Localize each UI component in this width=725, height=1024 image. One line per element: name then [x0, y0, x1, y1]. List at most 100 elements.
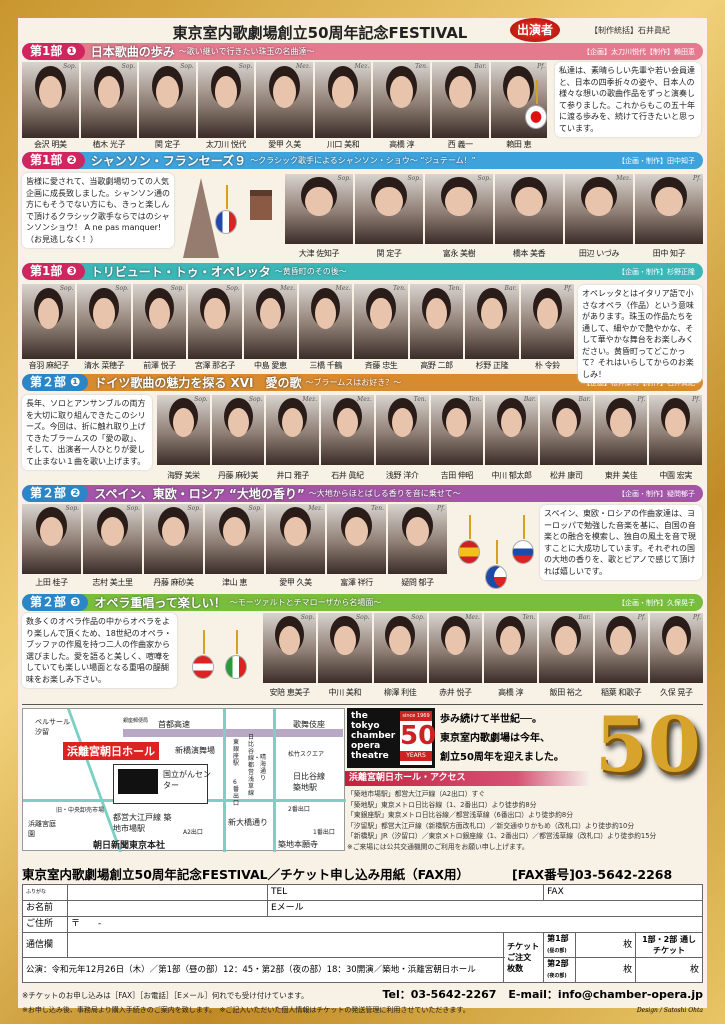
through-qty-field[interactable]: 枚	[635, 957, 703, 983]
voice-part: Ten.	[522, 614, 536, 621]
section-title: シャンソン・フランセーズ９	[90, 154, 247, 168]
section-subtitle: ～黄昏町のその後～	[274, 267, 347, 276]
voice-part: Sop.	[65, 505, 79, 512]
performer-photo: Mez.	[243, 284, 298, 359]
part2-qty-field[interactable]: 枚	[575, 957, 637, 983]
voice-part: Pf.	[693, 175, 701, 182]
italy-ornament-icon	[225, 630, 247, 679]
design-credit: Design / Satoshi Ohta	[636, 1007, 703, 1014]
performer-photo: Sop.	[157, 395, 210, 465]
performer-name: 松井 康司	[550, 471, 583, 480]
performer-name: 橋本 美香	[512, 249, 546, 258]
voice-part: Ten.	[448, 285, 462, 292]
voice-part: Mez.	[616, 175, 631, 182]
name-field[interactable]	[67, 900, 268, 917]
performer-name: 愛甲 久美	[268, 140, 301, 149]
performer-photos: Sop.Sop.Sop.Mez.Ten.Bar.Pf.Pf.	[263, 613, 703, 683]
voice-part: Sop.	[248, 396, 263, 403]
performer-photo: Sop.	[80, 62, 138, 138]
section-subtitle: ～ブラームスはお好き？～	[305, 378, 402, 387]
performer-name: 田中 知子	[652, 249, 686, 258]
anniversary-text: 歩み続けて半世紀──。東京室内歌劇場は今年、創立50周年を迎えました。	[440, 714, 564, 763]
section-subtitle: ～歌い継いで行きたい珠玉の名曲達～	[178, 47, 315, 56]
section-description: オペレッタとはイタリア語で小さなオペラ（作品）という意味があります。珠玉の作品た…	[578, 285, 702, 383]
voice-part: Mez.	[465, 614, 480, 621]
performer-photo: Sop.	[205, 504, 264, 574]
tel-field[interactable]: TEL	[266, 884, 545, 901]
map-label: 晴海通り	[260, 754, 267, 782]
part1-qty-field[interactable]: 枚	[575, 932, 637, 958]
performer-name: 浅野 洋介	[385, 471, 419, 480]
map-venue-label: 浜離宮朝日ホール	[63, 742, 159, 760]
performer-name: 東井 美佳	[604, 471, 638, 480]
performer-photo: Sop.	[211, 395, 265, 465]
performer-photo: Pf.	[649, 395, 703, 465]
map-label: 新橋演舞場	[175, 746, 215, 755]
performer-photo: Pf.	[649, 613, 703, 683]
russia-ornament-icon	[512, 515, 534, 564]
voice-part: Bar.	[578, 614, 591, 621]
voice-part: Mez.	[296, 63, 311, 70]
map-label: 日比谷線 築地駅	[293, 772, 325, 792]
notes-field[interactable]	[66, 932, 505, 958]
section-header: 第1部 ❸ トリビュート・トゥ・オペレッタ ～黄昏町のその後～ 【企画・制作】杉…	[22, 263, 703, 280]
performer-name: 久保 晃子	[660, 688, 693, 697]
big-50-graphic: 50	[595, 700, 701, 789]
address-field[interactable]: 〒 -	[67, 916, 703, 933]
performer-name: 稲葉 和歌子	[601, 688, 642, 697]
map-label: 首都高速	[158, 720, 190, 729]
performer-photo: Mez.	[299, 284, 353, 359]
email-field[interactable]: Eメール	[267, 900, 703, 917]
map-label: 築地本願寺	[278, 840, 318, 849]
performer-photo: Sop.	[22, 284, 76, 359]
performer-photo: Bar.	[465, 284, 519, 359]
performer-photo: Ten.	[409, 284, 464, 359]
voice-part: Sop.	[121, 63, 136, 70]
voice-part: Pf.	[692, 396, 701, 403]
performer-photo: Sop.	[188, 284, 242, 359]
performer-name: 飯田 裕之	[549, 688, 583, 697]
performer-photo: Bar.	[539, 613, 593, 683]
voice-part: Mez.	[302, 396, 318, 403]
performer-name: 太刀川 悦代	[205, 140, 247, 149]
performer-name: 高野 二郎	[420, 361, 453, 370]
map-label: 浜離宮庭園	[28, 820, 56, 838]
section-credit: 【企画・制作】久保晃子	[618, 598, 695, 607]
performer-name: 志村 美土里	[92, 578, 133, 587]
windmill-icon	[250, 190, 272, 220]
voice-part: Sop.	[180, 63, 194, 70]
footer-email[interactable]: E-mail：info@chamber-opera.jp	[508, 988, 703, 1001]
section-badge: 第２部 ❸	[22, 594, 89, 611]
performer-name: 疑問 郁子	[401, 578, 434, 587]
performer-photo: Sop.	[355, 174, 423, 244]
section-header: 第２部 ❸ オペラ重唱って楽しい！ ～モーツァルトとチマローザから名場面～ 【企…	[22, 594, 703, 611]
performer-name: 上田 桂子	[35, 578, 68, 587]
section-description: 私達は、素晴らしい先輩や若い会員達と、日本の四季折々の姿や、日本人の様々な想いの…	[555, 62, 701, 137]
performer-photo: Pf.	[594, 613, 648, 683]
section-badge: 第1部 ❷	[22, 152, 85, 169]
performer-name: 石井 眞紀	[331, 471, 364, 480]
performer-name: 朴 令鈴	[534, 361, 560, 370]
performer-name: 富澤 祥行	[340, 578, 373, 587]
performer-photo: Pf.	[594, 395, 648, 465]
page-title: 東京室内歌劇場創立50周年記念FESTIVAL	[172, 24, 468, 42]
czech-ornament-icon	[485, 540, 507, 589]
section-description: 数多くのオペラ作品の中からオペラをより楽しんで頂くため、18世紀のオペラ・ブッフ…	[22, 613, 177, 688]
performer-name: 吉田 伸昭	[440, 471, 474, 480]
voice-part: Ten.	[413, 396, 427, 403]
performer-photo: Ten.	[375, 395, 429, 465]
venue-building-icon	[118, 769, 158, 794]
map-label: 東銀座駅	[233, 739, 240, 767]
furigana-field[interactable]	[67, 884, 268, 901]
footer-tel[interactable]: Tel：03-5642-2267	[382, 988, 497, 1001]
map-label: 国立がんセンター	[163, 770, 211, 790]
section-credit: 【企画・制作】杉野正隆	[618, 267, 695, 276]
performer-photo: Sop.	[22, 62, 79, 138]
access-map: 浜離宮朝日ホール 銀座郵便局 ベルサール汐留 首都高速 歌舞伎座 新橋演舞場 東…	[22, 708, 346, 852]
performer-photo: Ten.	[354, 284, 408, 359]
voice-part: Sop.	[356, 614, 370, 621]
map-label: 6番出口	[233, 779, 240, 807]
eiffel-tower-icon	[183, 178, 219, 258]
fax-field[interactable]: FAX	[543, 884, 703, 901]
